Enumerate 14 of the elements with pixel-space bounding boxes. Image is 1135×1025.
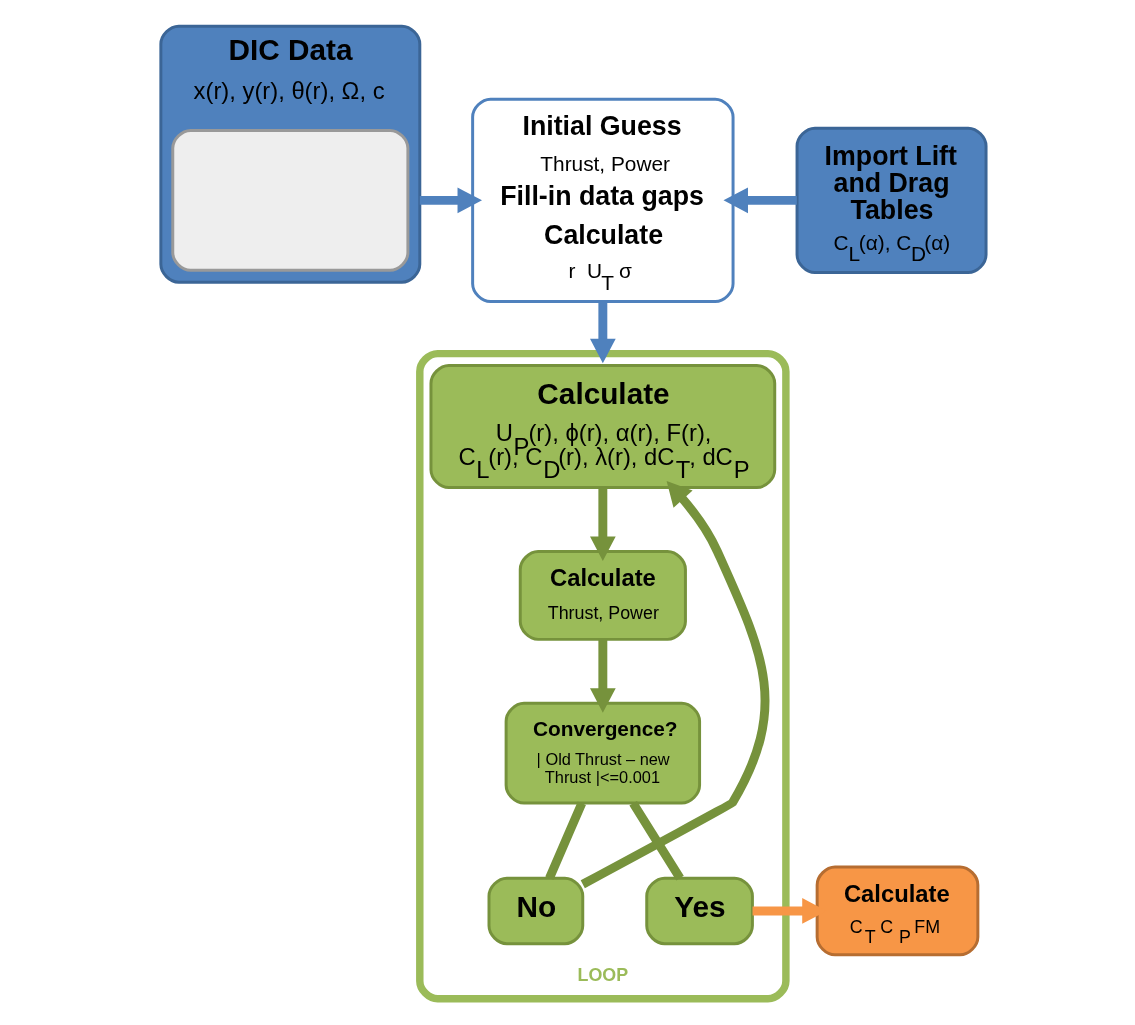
cluster: DIC Data x(r), y(r), θ(r), Ω, c	[159, 24, 422, 284]
arrow	[723, 187, 797, 214]
connector	[545, 801, 586, 880]
node-box	[171, 128, 410, 272]
connector	[629, 800, 684, 881]
node-box: No	[487, 876, 585, 946]
node-box: Calculate Thrust, Power	[518, 550, 687, 641]
arrow	[590, 487, 616, 561]
node-box: Convergence? | Old Thrust – new Thrust |<=0.001	[504, 701, 702, 805]
arrow	[590, 301, 616, 364]
arrow	[580, 481, 770, 889]
arrow	[590, 639, 616, 713]
arrow	[419, 187, 482, 214]
node-box: Yes	[645, 876, 754, 946]
